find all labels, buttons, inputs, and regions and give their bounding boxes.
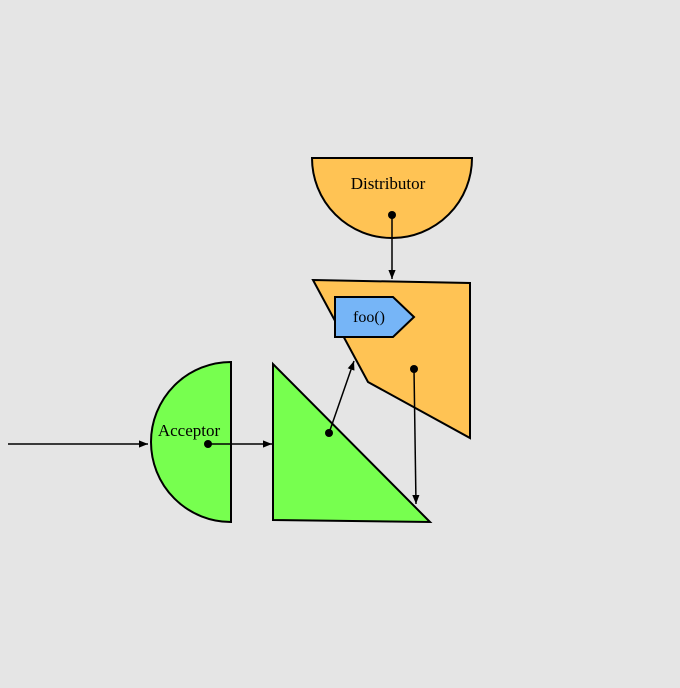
distributor-port-dot	[388, 211, 396, 219]
function-node[interactable]: foo()	[334, 296, 416, 338]
distributor-label: Distributor	[351, 174, 426, 193]
acceptor-port-dot	[204, 440, 212, 448]
distributor-node[interactable]: Distributor	[310, 157, 474, 239]
function-shape	[334, 296, 416, 338]
acceptor-shape	[150, 360, 232, 524]
triangle-to-process-arrow[interactable]	[328, 360, 355, 434]
triangle-node[interactable]	[272, 361, 433, 524]
acceptor-node[interactable]: Acceptor	[150, 360, 232, 524]
function-label: foo()	[353, 309, 385, 326]
process-port-dot	[410, 365, 418, 373]
distributor-shape	[310, 157, 474, 239]
triangle-shape	[272, 361, 433, 524]
process-to-triangle-arrow[interactable]	[412, 368, 420, 505]
triangle-port-dot	[325, 429, 333, 437]
acceptor-label: Acceptor	[158, 421, 221, 440]
